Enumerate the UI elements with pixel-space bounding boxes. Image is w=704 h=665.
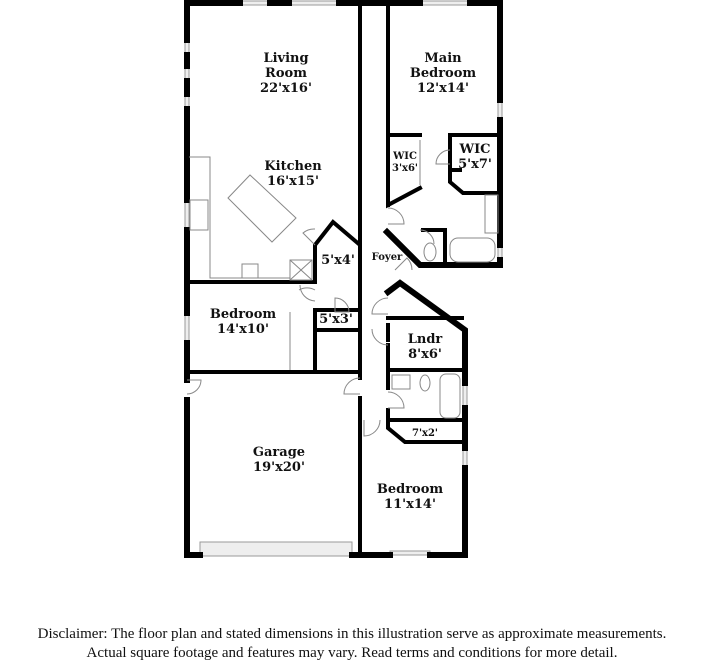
garage-size: 19'x20' [253,460,305,475]
hall-closet-size: 5'x3' [319,312,353,327]
sink-icon [391,374,411,390]
kitchen-name: Kitchen [264,159,322,174]
vanity-icon [484,194,499,234]
living-room-name: Living [263,51,308,66]
doors[interactable] [186,149,451,437]
bathtub-icon [449,237,496,263]
wic-small-name: WIC [392,151,417,162]
toilet-icon [423,242,437,262]
toilet-icon [419,374,431,392]
bathtub-icon [439,373,461,419]
foyer-name: Foyer [372,252,403,263]
garage-name: Garage [253,445,305,460]
wic-small-size: 3'x6' [392,163,418,174]
main-bedroom-name-2: Bedroom [410,66,477,81]
floor-plan: Living Room 22'x16' Main Bedroom 12'x14'… [184,0,503,558]
kitchen-island [227,174,297,243]
windows [184,0,503,557]
fixtures [189,140,499,419]
kitchen-size: 16'x15' [267,174,319,189]
main-bedroom-name: Main [424,51,462,66]
room-labels: Living Room 22'x16' Main Bedroom 12'x14'… [210,51,492,512]
exterior-walls [184,0,503,558]
wic-large-name: WIC [458,142,490,157]
stove-icon [241,263,259,279]
bedroom-south-name: Bedroom [377,482,444,497]
linen-closet-size: 7'x2' [412,428,438,439]
bedroom-west-name: Bedroom [210,307,277,322]
living-room-name-2: Room [265,66,307,81]
pantry-size: 5'x4' [321,253,355,268]
wic-large-size: 5'x7' [458,157,492,172]
laundry-size: 8'x6' [408,347,442,362]
bedroom-west-size: 14'x10' [217,322,269,337]
laundry-name: Lndr [408,332,443,347]
bedroom-south-size: 11'x14' [384,497,436,512]
disclaimer-line-2: Actual square footage and features may v… [86,645,618,661]
main-bedroom-size: 12'x14' [417,81,469,96]
interior-walls [187,0,500,557]
disclaimer-line-1: Disclaimer: The floor plan and stated di… [37,626,667,642]
living-room-size: 22'x16' [260,81,312,96]
